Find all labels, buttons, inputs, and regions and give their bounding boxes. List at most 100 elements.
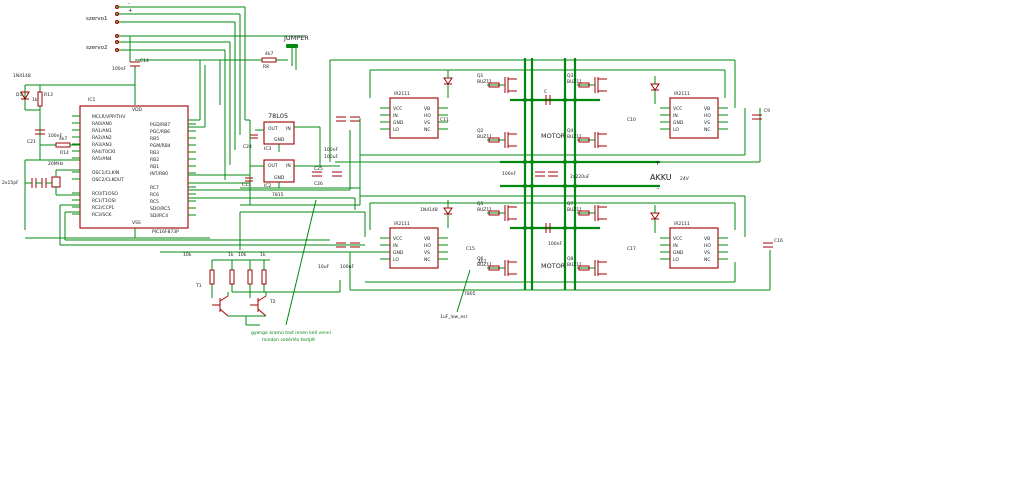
- crystal-oscillator: [24, 160, 80, 230]
- vr1-gnd: GND: [274, 137, 285, 143]
- c14-value: 100nF: [112, 66, 126, 72]
- c25-label: C25: [314, 166, 323, 172]
- driver-name: IR2111: [394, 221, 410, 227]
- driver-right-pin: HO: [704, 113, 711, 119]
- r14-value: 4k7: [59, 136, 67, 142]
- junction-dot: [573, 226, 577, 230]
- driver-left-pin: LO: [393, 257, 399, 263]
- vr1-in: IN: [286, 126, 291, 132]
- mosfet-name: Q4: [567, 128, 574, 134]
- driver-left-pin: GND: [393, 120, 404, 126]
- bootstrap-diode: [650, 76, 660, 104]
- mcu-right-pin: RB5: [150, 136, 159, 142]
- driver-left-pin: GND: [673, 120, 684, 126]
- junction-dot: [530, 184, 534, 188]
- mosfet-name: Q1: [477, 73, 484, 79]
- driver-left-pin: VCC: [673, 106, 682, 112]
- mosfet-part: BUZ11: [567, 134, 582, 140]
- mosfet-name: Q3: [567, 73, 574, 79]
- c15-label: C15: [466, 246, 475, 252]
- mosfet-part: BUZ11: [567, 207, 582, 213]
- mcu-left-pin: RC2/CCP1: [92, 205, 114, 211]
- power-frame: [329, 59, 771, 291]
- c100nf-a: 100nF: [324, 147, 338, 153]
- bus-cap-2x220: 2x220uF: [570, 174, 590, 180]
- junction-dot: [523, 98, 527, 102]
- mosfet-part: BUZ11: [477, 207, 492, 213]
- bootstrap-diode: [650, 205, 660, 233]
- regulator-78l05: [250, 121, 320, 152]
- c21-label: C21: [27, 139, 36, 145]
- motor-cap-bottom: 100nF: [548, 241, 562, 247]
- mosfet-part: BUZ11: [567, 262, 582, 268]
- c16-label: C16: [774, 238, 783, 244]
- mcu-right-pin: SDI/RC4: [150, 213, 168, 219]
- mcu-part: PIC16F873P: [152, 229, 179, 235]
- vr2-gnd: GND: [274, 175, 285, 181]
- junction-dot: [563, 184, 567, 188]
- bus-cap-100nf: 100nF: [502, 171, 516, 177]
- r-1k-a-label: 1k: [228, 252, 234, 258]
- mcu-name: IC1: [88, 97, 95, 103]
- bus-plus: +: [655, 159, 660, 167]
- c24-label: C24: [243, 144, 252, 150]
- r-10k-label: 10k: [183, 252, 192, 258]
- driver-left-pin: LO: [673, 127, 679, 133]
- mcu-right-pin: SDO/RC5: [150, 206, 170, 212]
- driver-left-pin: VCC: [393, 236, 402, 242]
- mcu-left-pin: OSC1/CLKIN: [92, 170, 119, 176]
- motor-top-label: MOTOR: [541, 132, 566, 140]
- r13-value: 1k: [32, 97, 38, 103]
- mcu-left-pin: RA0/AN0: [92, 121, 112, 127]
- driver-left-pin: GND: [393, 250, 404, 256]
- junction-dot: [523, 160, 527, 164]
- d1-name: D1: [16, 92, 22, 98]
- note-line-1: gyenge áramú test innen kell venni: [251, 329, 331, 336]
- driver-left-pin: LO: [673, 257, 679, 263]
- driver-name: IR2111: [674, 91, 690, 97]
- minus-label: -: [128, 1, 130, 7]
- vr1-part: 78L05: [268, 112, 288, 120]
- vr2-out: OUT: [268, 163, 278, 169]
- junction-dot: [563, 98, 567, 102]
- driver-right-pin: HO: [424, 243, 431, 249]
- driver-right-pin: NC: [424, 257, 431, 263]
- driver-name: IR2111: [394, 91, 410, 97]
- connector-wires: [115, 5, 305, 180]
- junction-dot: [573, 98, 577, 102]
- driver-left-pin: IN: [393, 243, 398, 249]
- driver-right-pin: VS: [424, 120, 430, 126]
- regulator-7815: [240, 127, 360, 189]
- mcu-left-pin: RC3/SCK: [92, 212, 112, 218]
- r13-label: R13: [44, 92, 53, 98]
- mcu-right-pin: RB2: [150, 157, 159, 163]
- mosfet-name: Q5: [477, 201, 484, 207]
- driver-right-pin: HO: [704, 243, 711, 249]
- driver-right-pin: VB: [424, 106, 430, 112]
- c13-label: C13: [242, 182, 251, 188]
- mcu-right-pins: PGD/RB7PGC/RB6RB5PGM/RB4RB3RB2RB1INT/RB0…: [150, 122, 196, 219]
- ic3-label: IC3: [264, 146, 271, 152]
- junction-dot: [523, 184, 527, 188]
- c-1uf-low-esr-label: 1uF_low_esr: [440, 314, 468, 320]
- vr2-part: 7815: [272, 192, 284, 198]
- c11-label: C11: [440, 117, 449, 123]
- vr2-in: IN: [286, 163, 291, 169]
- c10uf-label: 10uF: [318, 264, 330, 270]
- mcu-right-pin: RC6: [150, 192, 159, 198]
- driver-left-pin: VCC: [393, 106, 402, 112]
- mcu-left-pin: RC1/T1OSI: [92, 198, 116, 204]
- supply-buses: [500, 58, 660, 290]
- mcu-left-pin: RA4/T0CKI: [92, 149, 115, 155]
- c100uf: 100uF: [324, 154, 338, 160]
- akku-voltage: 24V: [680, 176, 690, 182]
- t2-label: T2: [269, 299, 276, 305]
